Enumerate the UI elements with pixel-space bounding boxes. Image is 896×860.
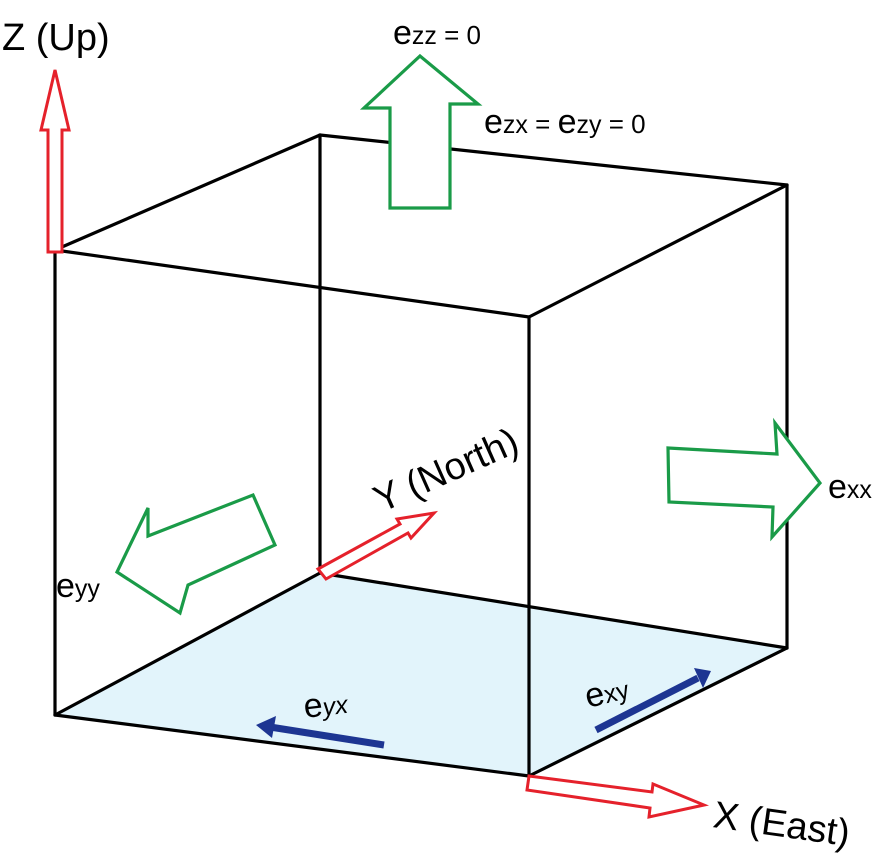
ezz-label: ezz = 0 — [393, 14, 481, 52]
edge-bottom-back-left — [53, 571, 322, 717]
eyy-arrow — [114, 492, 278, 616]
exx-arrow — [666, 417, 823, 542]
edge-top-front — [53, 248, 531, 319]
y-axis-arrow — [315, 510, 439, 581]
edge-bottom-front — [53, 713, 531, 778]
eyx-arrow — [256, 716, 385, 749]
exy-arrow — [594, 668, 711, 734]
ezz-arrow — [359, 53, 483, 210]
z-axis-arrow — [39, 69, 71, 254]
edge-bottom-right — [527, 646, 789, 778]
eyx-label: eyx — [301, 683, 351, 726]
edge-top-right — [527, 183, 789, 319]
ezx-ezy-label: ezx = ezy = 0 — [484, 103, 646, 141]
edge-top-left — [53, 133, 322, 252]
edge-bottom-back — [318, 571, 789, 650]
z-axis-label: Z (Up) — [2, 17, 110, 59]
exx-label: exx — [828, 468, 872, 506]
x-axis-arrow — [525, 774, 710, 819]
y-axis-label: Y (North) — [368, 420, 525, 521]
x-axis-label: X (East) — [711, 794, 853, 855]
cube-edges — [53, 133, 789, 778]
eyy-label: eyy — [56, 567, 100, 605]
